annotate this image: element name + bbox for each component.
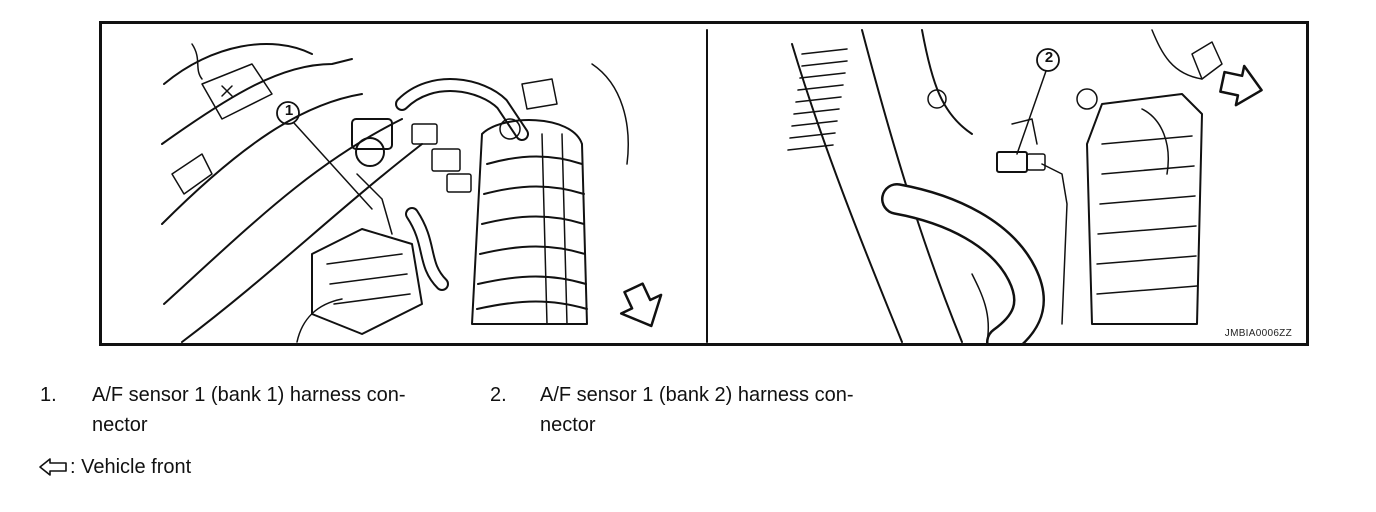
vehicle-front-label: : Vehicle front (70, 456, 192, 478)
front-arrow-icon (39, 458, 67, 476)
left-panel-drawing (161, 43, 663, 343)
legend-number: 2. (490, 384, 507, 406)
callout-2: 2 (1044, 49, 1054, 66)
leader-line-1 (293, 122, 373, 210)
front-arrow-right (1219, 64, 1263, 107)
legend-text-line2: nector (540, 414, 596, 436)
callout-1: 1 (284, 102, 294, 119)
right-panel-drawing (787, 29, 1263, 343)
legend-text-line2: nector (92, 414, 148, 436)
figure-code: JMBIA0006ZZ (1224, 328, 1292, 339)
legend-text-line1: A/F sensor 1 (bank 1) harness con- (92, 384, 406, 406)
legend-item-1: 1. A/F sensor 1 (bank 1) harness con- ne… (40, 380, 480, 442)
legend-number: 1. (40, 384, 57, 406)
engine-compartment-figure: 1 2 JMBIA0006ZZ (99, 21, 1309, 346)
legend-item-2: 2. A/F sensor 1 (bank 2) harness con- ne… (490, 380, 930, 442)
vehicle-front-note: : Vehicle front (38, 452, 191, 482)
front-arrow-down (619, 282, 663, 328)
leader-line-2 (1016, 70, 1047, 155)
legend-text-line1: A/F sensor 1 (bank 2) harness con- (540, 384, 854, 406)
